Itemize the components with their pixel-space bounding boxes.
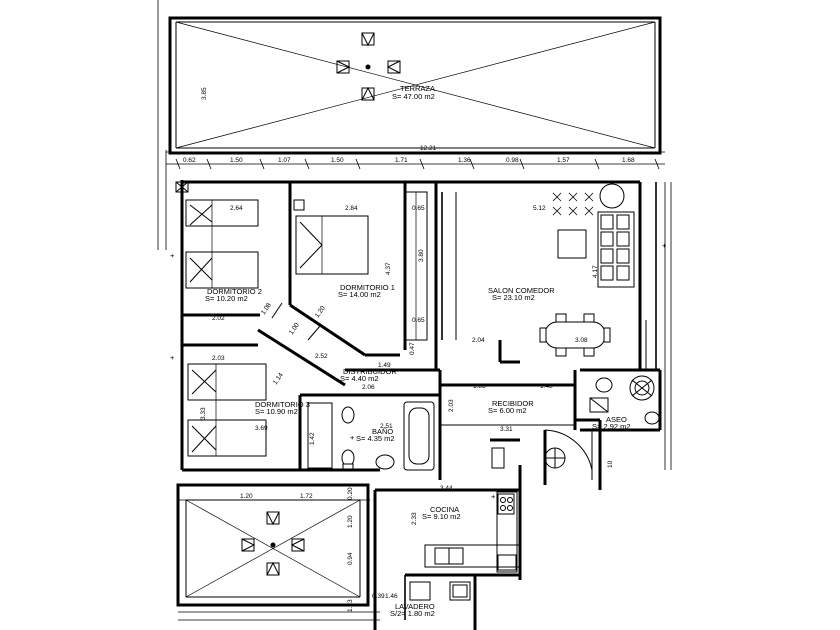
dim-dist-149: 1.49 — [378, 362, 391, 369]
room-lavadero: 0.39 1.46 LAVADERO S/2= 1.80 m2 — [372, 575, 477, 630]
dim-lav-146: 1.46 — [385, 593, 398, 600]
room-aseo: ASEO S= 2.92 m2 — [580, 368, 662, 432]
dim-065a: 0.65 — [412, 205, 425, 212]
dim-dist-206: 2.06 — [362, 384, 375, 391]
sofa-icon — [597, 211, 635, 288]
dim-salon-204: 2.04 — [472, 337, 485, 344]
dormitorio-2-area: S= 10.20 m2 — [205, 294, 248, 303]
room-dormitorio-2: 2.64 DORMITORIO 2 S= 10.20 m2 2.02 + — [170, 182, 292, 322]
dim-rec-331: 3.31 — [500, 426, 513, 433]
terrace-top: TERRAZA S= 47.00 m2 3.85 — [157, 0, 662, 250]
terrace-bottom: 1.20 1.72 0.20 1.20 0.94 1.23 — [176, 483, 380, 621]
distribuidor-name: DISTRIBUIDOR — [343, 367, 397, 376]
dim-seg-1: 0.62 — [183, 157, 196, 164]
dining-table-icon — [539, 313, 611, 357]
dim-aseo-10: 10 — [607, 460, 614, 468]
dim-seg-2: 1.50 — [230, 157, 243, 164]
dim-ter-020: 0.20 — [347, 487, 354, 500]
drain-arrow-icon — [336, 32, 401, 101]
dim-d3-369: 3.69 — [255, 425, 268, 432]
plus-marker-icon: + — [170, 251, 175, 260]
outer-walls — [175, 180, 657, 472]
dim-dist-047: 0.47 — [409, 342, 416, 355]
room-distribuidor: 1.08 1.20 1.00 2.52 0.47 1.49 DISTRIBUID… — [257, 301, 440, 391]
bano-area: S= 4.35 m2 — [356, 434, 395, 443]
dim-seg-9: 1.68 — [622, 157, 635, 164]
lavadero-area: S/2= 1.80 m2 — [390, 609, 435, 618]
dim-d1-depth: 4.37 — [385, 262, 392, 275]
plus-marker-icon: + — [350, 433, 355, 442]
dim-bano-142: 1.42 — [309, 432, 316, 445]
dim-seg-7: 0.98 — [506, 157, 519, 164]
dim-dist-108: 1.08 — [260, 301, 273, 316]
dim-dist-100: 1.00 — [288, 321, 301, 336]
dim-rec-185: 1.85 — [473, 383, 486, 390]
dim-seg-6: 1.36 — [458, 157, 471, 164]
dormitorio-1-name: DORMITORIO 1 — [340, 283, 395, 292]
dim-ter-172: 1.72 — [300, 493, 313, 500]
salon-name: SALON COMEDOR — [488, 286, 555, 295]
dormitorio-1-area: S= 14.00 m2 — [338, 290, 381, 299]
dim-ter-120: 1.20 — [240, 493, 253, 500]
dim-ter-123: 1.23 — [347, 599, 354, 612]
dormitorio-3-area: S= 10.90 m2 — [255, 407, 298, 416]
dim-d3-114: 1.14 — [272, 371, 285, 386]
dim-seg-5: 1.71 — [395, 157, 408, 164]
terrace-area: S= 47.00 m2 — [392, 92, 435, 101]
dim-terrace-depth: 3.85 — [201, 87, 208, 100]
recibidor-area: S= 6.00 m2 — [488, 406, 527, 415]
dim-ter-120b: 1.20 — [347, 515, 354, 528]
plus-marker-icon: + — [170, 353, 175, 362]
room-recibidor: 1.85 1.48 2.03 RECIBIDOR S= 6.00 m2 3.31… — [440, 370, 614, 490]
plus-marker-icon: + — [662, 241, 667, 250]
room-cocina: 3.44 2.33 COCINA S= 9.10 m2 + — [373, 465, 522, 580]
dormitorio-3-name: DORMITORIO 3 — [255, 400, 310, 409]
cocina-name: COCINA — [430, 505, 459, 514]
distribuidor-area: S= 4.40 m2 — [340, 374, 379, 383]
dim-bano-251: 2.51 — [380, 423, 393, 430]
room-dormitorio-1: 2.84 4.37 DORMITORIO 1 S= 14.00 m2 0.65 … — [288, 182, 443, 370]
cocina-area: S= 9.10 m2 — [422, 512, 461, 521]
room-bano: 1.42 2.51 BAÑO S= 4.35 m2 + — [300, 370, 442, 480]
room-salon-comedor: SALON COMEDOR S= 23.10 m2 5.12 4.17 — [455, 182, 672, 470]
drain-arrow-icon — [241, 511, 305, 576]
dim-salon-417: 4.17 — [592, 265, 599, 278]
entry-door-icon — [543, 429, 593, 485]
salon-area: S= 23.10 m2 — [492, 293, 535, 302]
dim-380: 3.80 — [418, 249, 425, 262]
terrace-name: TERRAZA — [400, 84, 435, 93]
dim-rec-203: 2.03 — [448, 399, 455, 412]
dim-ter-094: 0.94 — [347, 552, 354, 565]
dim-065b: 0.65 — [412, 317, 425, 324]
dim-d2-width: 2.64 — [230, 205, 243, 212]
dim-seg-4: 1.50 — [331, 157, 344, 164]
dim-dist-120: 1.20 — [314, 304, 327, 319]
dim-d3-333: 3.33 — [200, 407, 207, 420]
dim-total: 12.21 — [420, 145, 437, 152]
recibidor-name: RECIBIDOR — [492, 399, 534, 408]
dim-rec-148: 1.48 — [540, 383, 553, 390]
dim-dist-202: 2.02 — [212, 315, 225, 322]
salon-grid-marks — [552, 192, 594, 216]
dim-d1-width: 2.84 — [345, 205, 358, 212]
dormitorio-2-name: DORMITORIO 2 — [207, 287, 262, 296]
dim-seg-8: 1.57 — [557, 157, 570, 164]
dimension-string: 12.21 0.62 1.50 1.07 1.50 1.71 1.36 0.98… — [166, 145, 665, 170]
dim-coc-344: 3.44 — [440, 485, 453, 492]
dim-salon-512: 5.12 — [533, 205, 546, 212]
room-dormitorio-3: 2.03 1.14 3.33 3.69 DORMITORIO 3 S= 10.9… — [170, 343, 310, 470]
dim-coc-233: 2.33 — [411, 512, 418, 525]
plus-marker-icon: + — [491, 492, 496, 501]
dim-salon-308: 3.08 — [575, 337, 588, 344]
dim-d3-203: 2.03 — [212, 355, 225, 362]
aseo-area: S= 2.92 m2 — [592, 422, 631, 431]
bano-name: BAÑO — [372, 427, 393, 436]
lavadero-name: LAVADERO — [395, 602, 435, 611]
dim-dist-252: 2.52 — [315, 353, 328, 360]
dim-lav-039: 0.39 — [372, 593, 385, 600]
aseo-name: ASEO — [606, 415, 627, 424]
dim-seg-3: 1.07 — [278, 157, 291, 164]
